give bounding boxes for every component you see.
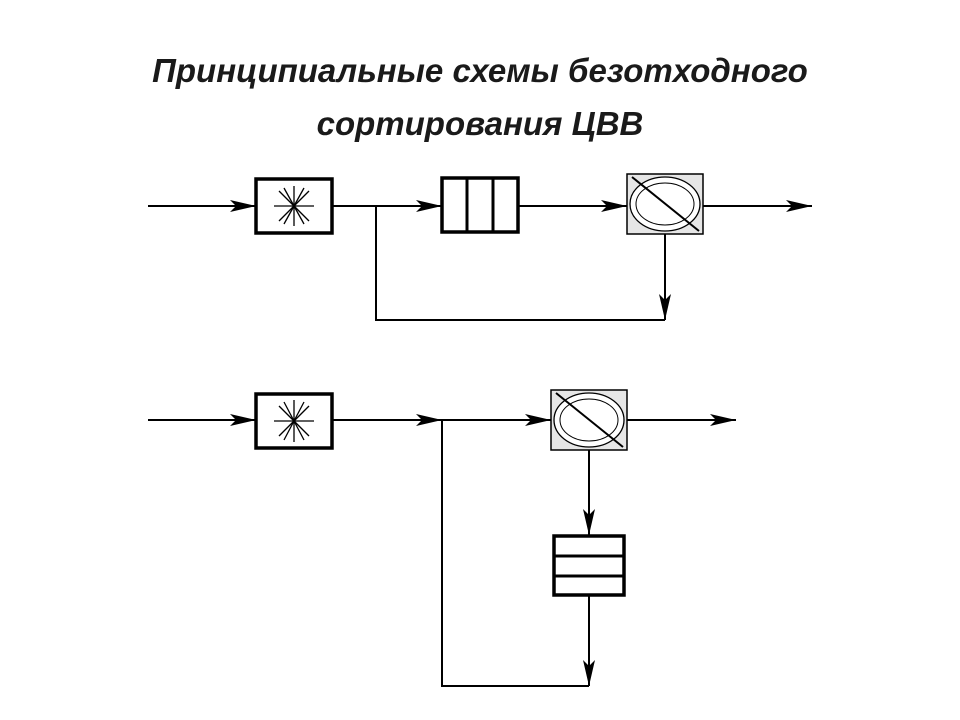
crusher-icon [254, 392, 334, 450]
bypass-line [441, 420, 589, 687]
separator-icon [626, 173, 704, 235]
separator-icon [550, 389, 628, 451]
bin-two-section-icon [552, 534, 626, 597]
bypass-line [375, 206, 665, 321]
page-title: Принципиальные схемы безотходного сортир… [80, 44, 880, 150]
title-line-1: Принципиальные схемы безотходного [152, 52, 808, 89]
title-line-2: сортирования ЦВВ [316, 105, 644, 142]
bin-three-section-icon [440, 176, 520, 234]
scheme-2 [148, 389, 736, 687]
crusher-icon [254, 177, 334, 235]
scheme-1 [148, 173, 812, 321]
